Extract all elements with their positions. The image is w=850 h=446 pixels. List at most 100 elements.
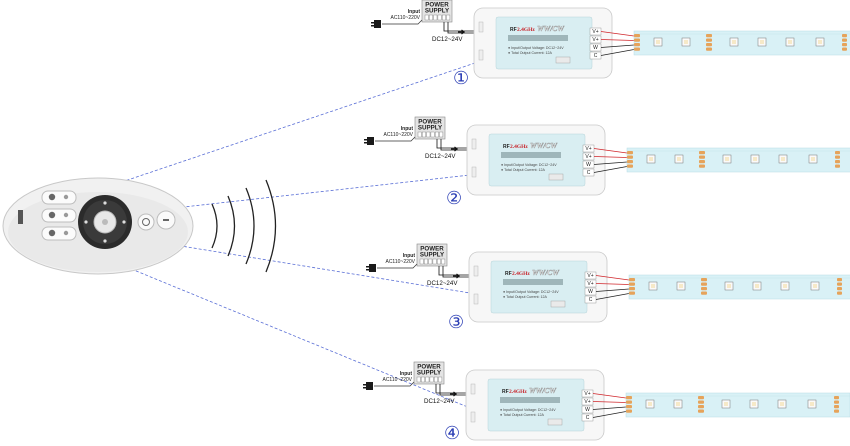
ac-plug bbox=[369, 264, 376, 272]
solder-pad bbox=[626, 405, 632, 409]
solder-pad bbox=[842, 38, 847, 42]
dc-voltage-label: DC12~24V bbox=[425, 153, 456, 160]
power-button[interactable] bbox=[137, 213, 155, 231]
dc-wire bbox=[435, 384, 468, 394]
led-strip bbox=[625, 392, 850, 418]
solder-pad bbox=[706, 34, 712, 38]
led-strip bbox=[628, 274, 850, 300]
zone-button-1[interactable] bbox=[41, 190, 77, 205]
terminal-screw bbox=[421, 376, 425, 383]
led-chip-core bbox=[727, 284, 731, 288]
learn-button[interactable] bbox=[471, 138, 477, 150]
led-chip-core bbox=[651, 284, 655, 288]
terminal-screw bbox=[434, 376, 438, 383]
dc-wire bbox=[447, 22, 476, 34]
arrow-icon bbox=[453, 273, 460, 279]
learn-button[interactable] bbox=[478, 21, 484, 33]
solder-pad bbox=[699, 160, 705, 164]
power-supply-title-1: POWER bbox=[425, 2, 449, 9]
brand-ghz: 2.4GHz bbox=[512, 271, 530, 277]
led-strip bbox=[626, 147, 850, 173]
solder-pad bbox=[835, 151, 840, 155]
input-label: Input bbox=[401, 126, 414, 132]
terminal-screw bbox=[417, 131, 422, 138]
solder-pad bbox=[835, 155, 840, 159]
arrow-icon bbox=[451, 146, 458, 152]
brand-ghz: 2.4GHz bbox=[517, 27, 535, 33]
solder-pad bbox=[699, 164, 705, 168]
solder-pad bbox=[698, 405, 704, 409]
ce-mark bbox=[550, 300, 566, 308]
spec-voltage: ● Input/Output Voltage: DC12~24V bbox=[501, 163, 557, 167]
led-chip-core bbox=[732, 40, 736, 44]
reset-button[interactable] bbox=[471, 166, 477, 178]
dc-voltage-label: DC12~24V bbox=[432, 36, 463, 43]
learn-button[interactable] bbox=[473, 265, 479, 277]
led-chip-core bbox=[679, 284, 683, 288]
zone-button-3[interactable] bbox=[41, 226, 77, 241]
terminal-screw bbox=[429, 14, 433, 21]
terminal-screw bbox=[429, 376, 434, 383]
reset-button[interactable] bbox=[478, 49, 484, 61]
learn-button[interactable] bbox=[470, 383, 476, 395]
solder-pad bbox=[634, 47, 640, 51]
led-chip-core bbox=[656, 40, 660, 44]
output-wire bbox=[595, 283, 630, 285]
touch-wheel[interactable] bbox=[78, 195, 132, 249]
terminal-label-1: V+ bbox=[592, 29, 598, 35]
terminal-screw bbox=[446, 14, 451, 21]
led-chip-core bbox=[783, 284, 787, 288]
terminal-screw bbox=[441, 258, 446, 265]
led-chip-core bbox=[780, 402, 784, 406]
solder-pad bbox=[627, 155, 633, 159]
brand-ww: WW/CW bbox=[529, 386, 557, 395]
led-chip-core bbox=[752, 402, 756, 406]
solder-pad bbox=[701, 278, 707, 282]
terminal-label-4: C bbox=[586, 415, 590, 421]
remote-control bbox=[2, 177, 194, 275]
terminal-screw bbox=[430, 131, 435, 138]
signal-waves bbox=[211, 179, 277, 273]
led-chip-core bbox=[760, 40, 764, 44]
terminal-screw bbox=[438, 376, 443, 383]
terminal-label-3: W bbox=[585, 407, 590, 413]
output-wire bbox=[595, 293, 630, 300]
solder-pad bbox=[626, 396, 632, 400]
arrow-icon bbox=[450, 391, 457, 397]
led-chip-core bbox=[724, 402, 728, 406]
power-supply-title-2: SUPPLY bbox=[417, 370, 442, 377]
terminal-screw bbox=[424, 14, 429, 21]
solder-pad bbox=[629, 278, 635, 282]
input-label: Input bbox=[403, 253, 416, 259]
terminal-screw bbox=[437, 258, 441, 265]
led-chip-core bbox=[781, 157, 785, 161]
model-banner bbox=[501, 152, 561, 158]
led-chip-core bbox=[684, 40, 688, 44]
zone-button-2[interactable] bbox=[41, 208, 77, 223]
solder-pad bbox=[837, 287, 842, 291]
terminal-label-2: V+ bbox=[587, 281, 593, 287]
solder-pad bbox=[701, 291, 707, 295]
reset-button[interactable] bbox=[470, 411, 476, 423]
reset-button[interactable] bbox=[473, 293, 479, 305]
dc-wire bbox=[436, 139, 469, 149]
brand-ww: WW/CW bbox=[532, 268, 560, 277]
solder-pad bbox=[629, 282, 635, 286]
led-chip-core bbox=[818, 40, 822, 44]
power-supply-title-2: SUPPLY bbox=[418, 125, 443, 132]
solder-pad bbox=[699, 155, 705, 159]
terminal-screw bbox=[416, 376, 421, 383]
led-chip-core bbox=[649, 157, 653, 161]
ac-wire bbox=[374, 381, 415, 387]
led-chip-core bbox=[676, 402, 680, 406]
solder-pad bbox=[834, 400, 839, 404]
ac-plug bbox=[366, 382, 373, 390]
solder-pad bbox=[629, 291, 635, 295]
plug-pin bbox=[366, 269, 369, 271]
ce-mark bbox=[548, 173, 564, 181]
led-chip-core bbox=[810, 402, 814, 406]
power-supply-title-2: SUPPLY bbox=[420, 252, 445, 259]
